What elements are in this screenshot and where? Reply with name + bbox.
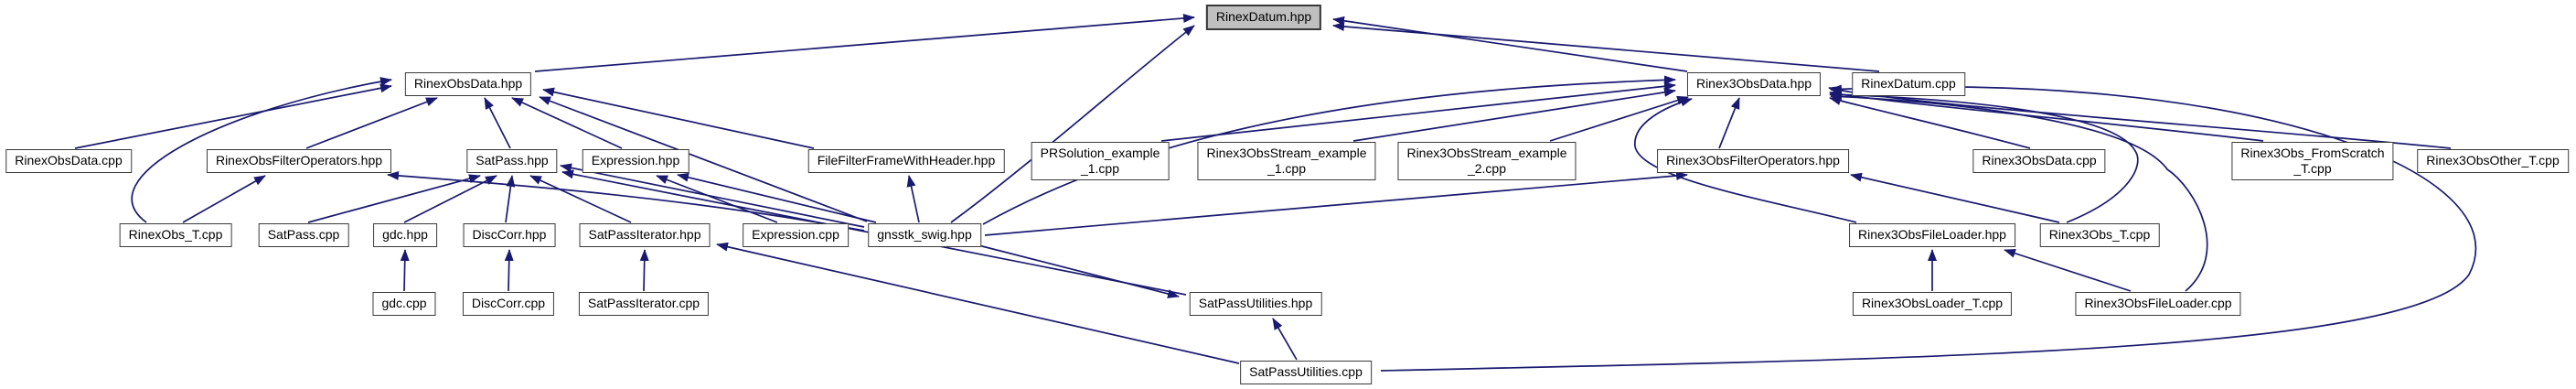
node-rinexdatum-cpp[interactable]: RinexDatum.cpp	[1852, 72, 1965, 96]
edge-gdc-cpp-to-gdc-hpp	[400, 249, 410, 292]
edge-gnsstk-swig-hpp-to-rinex3obsdata-hpp	[982, 75, 1676, 225]
node-disccorr-cpp[interactable]: DiscCorr.cpp	[462, 292, 555, 316]
edge-gnsstk-swig-hpp-to-filefilterframewithheader-hpp	[906, 175, 920, 223]
edge-satpass-cpp-to-satpass-hpp	[307, 174, 481, 223]
edge-rinex3obs-t-cpp-to-rinex3obsfilteroperators-hpp	[1850, 172, 2060, 223]
edge-rinex3obsstream-example-1-cpp-to-rinex3obsdata-hpp	[1352, 87, 1676, 142]
node-gdc-hpp[interactable]: gdc.hpp	[373, 223, 437, 247]
edge-satpassiterator-cpp-to-satpassiterator-hpp	[639, 249, 649, 292]
node-expression-cpp[interactable]: Expression.cpp	[743, 223, 849, 247]
node-satpassiterator-cpp[interactable]: SatPassIterator.cpp	[578, 292, 710, 316]
node-gdc-cpp[interactable]: gdc.cpp	[372, 292, 436, 316]
edge-expression-cpp-to-expression-hpp	[656, 175, 778, 223]
edge-rinexdatum-cpp-to-rinexdatum-hpp	[1332, 22, 1880, 72]
edge-gnsstk-swig-hpp-to-rinex3obsfilteroperators-hpp	[984, 171, 1688, 236]
edge-rinex3obsfileloader-cpp-to-rinex3obsdata-hpp	[1830, 92, 2208, 292]
node-rinex3obsdata-cpp[interactable]: Rinex3ObsData.cpp	[1972, 149, 2106, 173]
edge-rinex3obsfileloader-hpp-to-rinex3obsdata-hpp	[1634, 97, 1857, 223]
node-rinexobsdata-cpp[interactable]: RinexObsData.cpp	[5, 149, 132, 173]
node-satpass-cpp[interactable]: SatPass.cpp	[258, 223, 349, 247]
edge-satpassutilities-cpp-to-satpassiterator-hpp	[716, 242, 1240, 364]
edge-gdc-hpp-to-satpass-hpp	[403, 175, 497, 223]
edge-rinexobsdata-hpp-to-rinexdatum-hpp	[534, 13, 1195, 72]
edge-gnsstk-swig-hpp-to-satpassutilities-hpp	[978, 244, 1180, 298]
edge-rinexobsdata-cpp-to-rinexobsdata-hpp	[74, 83, 392, 149]
edge-satpassiterator-hpp-to-satpass-hpp	[529, 175, 632, 223]
node-rinexobs-t-cpp[interactable]: RinexObs_T.cpp	[119, 223, 232, 247]
node-rinex3obsfileloader-hpp[interactable]: Rinex3ObsFileLoader.hpp	[1849, 223, 2015, 247]
edge-gnsstk-swig-hpp-to-expression-hpp	[677, 172, 877, 223]
node-disccorr-hpp[interactable]: DiscCorr.hpp	[463, 223, 556, 247]
edge-rinex3obsstream-example-2-cpp-to-rinex3obsdata-hpp	[1549, 95, 1689, 142]
node-rinex3obsfilteroperators-hpp[interactable]: Rinex3ObsFilterOperators.hpp	[1657, 149, 1849, 173]
edge-rinexobsfilteroperators-hpp-to-rinexobsdata-hpp	[305, 97, 438, 149]
edge-satpassutilities-cpp-to-rinex3obsdata-hpp	[1380, 84, 2477, 372]
edge-rinex3obs-t-cpp-to-rinex3obsdata-hpp	[1829, 90, 2139, 223]
edge-satpass-hpp-to-rinexobsdata-hpp	[484, 97, 511, 149]
node-rinexobsfilteroperators-hpp[interactable]: RinexObsFilterOperators.hpp	[206, 149, 392, 173]
edge-expression-hpp-to-rinexobsdata-hpp	[511, 97, 623, 149]
node-rinex3obsfileloader-cpp[interactable]: Rinex3ObsFileLoader.cpp	[2075, 292, 2241, 316]
edge-filefilterframewithheader-hpp-to-rinexobsdata-hpp	[542, 87, 815, 149]
node-satpass-hpp[interactable]: SatPass.hpp	[466, 149, 558, 173]
node-satpassiterator-hpp[interactable]: SatPassIterator.hpp	[579, 223, 711, 247]
node-rinex3obsloader-t-cpp[interactable]: Rinex3ObsLoader_T.cpp	[1852, 292, 2013, 316]
node-rinex3obsstream-example-1-cpp[interactable]: Rinex3ObsStream_example _1.cpp	[1197, 142, 1376, 180]
node-rinex3obsdata-hpp[interactable]: Rinex3ObsData.hpp	[1686, 72, 1822, 96]
edge-satpassutilities-cpp-to-satpassutilities-hpp	[1272, 318, 1298, 361]
edge-disccorr-hpp-to-satpass-hpp	[505, 175, 516, 223]
edge-rinex3obsfileloader-cpp-to-rinex3obsfileloader-hpp	[2004, 248, 2132, 292]
node-expression-hpp[interactable]: Expression.hpp	[582, 149, 689, 173]
node-prsolution-example-1-cpp[interactable]: PRSolution_example _1.cpp	[1031, 142, 1170, 180]
edge-gnsstk-swig-hpp-to-satpass-hpp	[560, 163, 865, 228]
edge-gnsstk-swig-hpp-to-rinexdatum-hpp	[950, 25, 1195, 223]
node-rinex3obs-t-cpp[interactable]: Rinex3Obs_T.cpp	[2039, 223, 2160, 247]
node-gnsstk-swig-hpp[interactable]: gnsstk_swig.hpp	[868, 223, 981, 247]
edge-prsolution-example-1-cpp-to-rinex3obsdata-hpp	[1160, 81, 1676, 142]
edge-gnsstk-swig-hpp-to-rinexobsfilteroperators-hpp	[387, 170, 865, 232]
edge-rinex3obsdata-cpp-to-rinex3obsdata-hpp	[1829, 96, 2031, 149]
edge-gnsstk-swig-hpp-to-rinexobsdata-hpp	[539, 96, 868, 222]
node-rinex3obs-fromscratch-t-cpp[interactable]: Rinex3Obs_FromScratch _T.cpp	[2231, 142, 2394, 180]
node-rinex3obsstream-example-2-cpp[interactable]: Rinex3ObsStream_example _2.cpp	[1397, 142, 1577, 180]
node-satpassutilities-hpp[interactable]: SatPassUtilities.hpp	[1189, 292, 1322, 316]
edge-rinex3obsdata-hpp-to-rinexdatum-hpp	[1332, 16, 1688, 72]
node-filefilterframewithheader-hpp[interactable]: FileFilterFrameWithHeader.hpp	[807, 149, 1005, 173]
edge-disccorr-cpp-to-disccorr-hpp	[504, 249, 514, 292]
node-rinex3obsother-t-cpp[interactable]: Rinex3ObsOther_T.cpp	[2417, 149, 2569, 173]
edge-rinex3obsfilteroperators-hpp-to-rinex3obsdata-hpp	[1718, 97, 1740, 149]
edge-rinexobs-t-cpp-to-rinexobsdata-hpp	[131, 77, 392, 223]
node-satpassutilities-cpp[interactable]: SatPassUtilities.cpp	[1240, 361, 1372, 384]
node-rinexdatum-hpp[interactable]: RinexDatum.hpp	[1205, 5, 1322, 30]
edge-rinexobs-t-cpp-to-rinexobsfilteroperators-hpp	[182, 175, 266, 223]
node-rinexobsdata-hpp[interactable]: RinexObsData.hpp	[404, 72, 532, 96]
